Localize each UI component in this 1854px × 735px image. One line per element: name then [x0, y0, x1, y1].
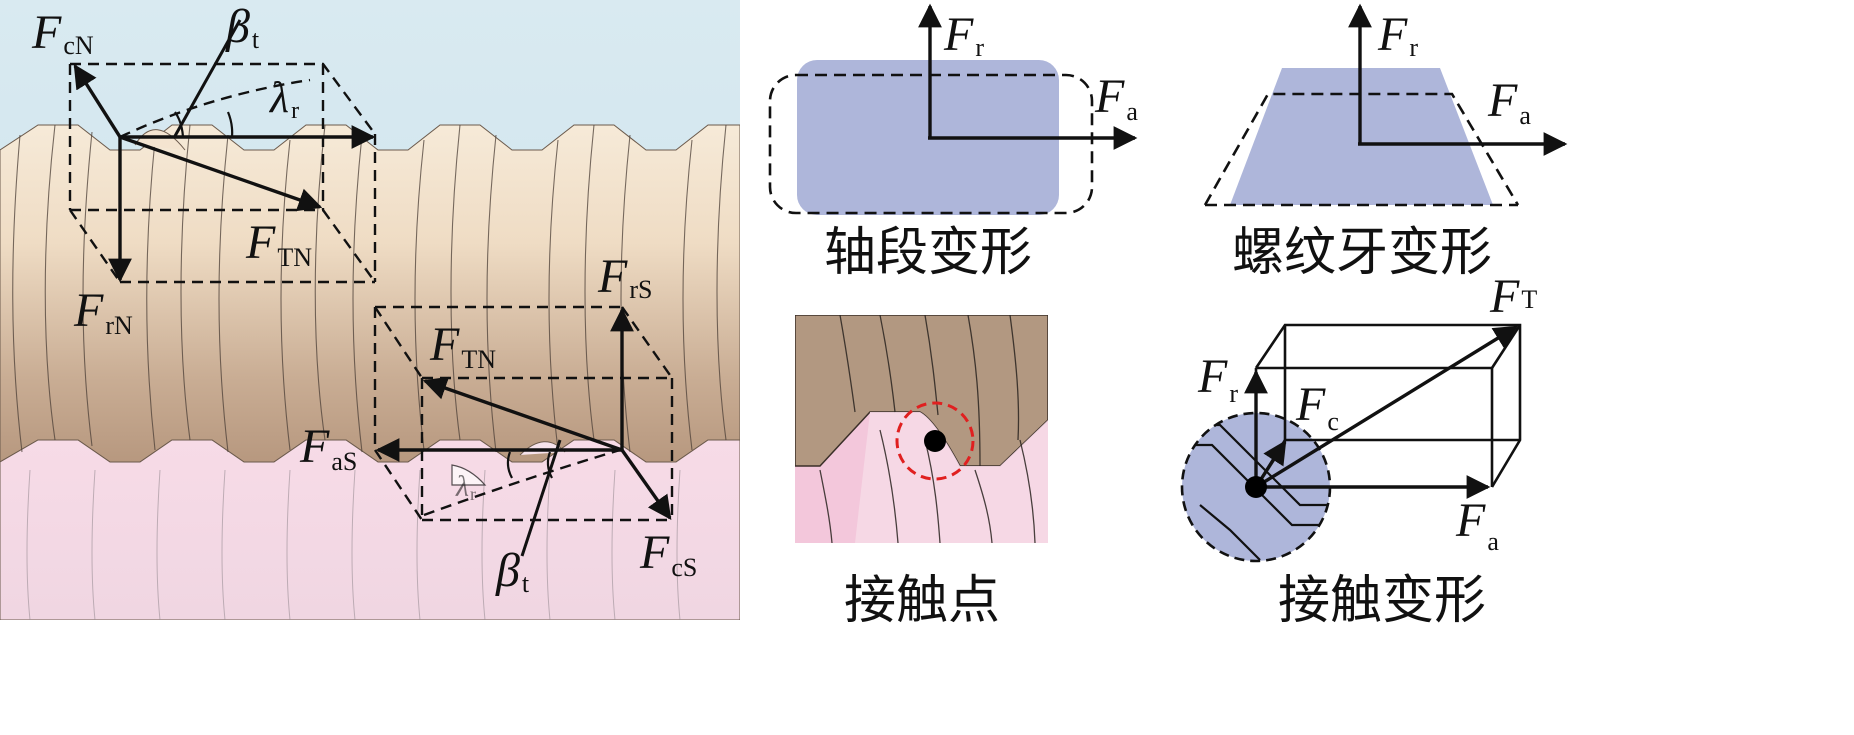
contact-Fr-main: F — [1197, 350, 1228, 403]
beta-bot-sub: t — [522, 569, 530, 598]
contact-FT-sub: T — [1521, 285, 1537, 314]
svg-text:λr: λr — [455, 470, 476, 504]
lambda-top-sub: r — [291, 98, 299, 124]
contact-FT-main: F — [1489, 270, 1520, 323]
svg-text:λr: λr — [268, 73, 299, 124]
contact-Fc-main: F — [1295, 378, 1326, 431]
label-FTN-mid: FTN — [429, 318, 496, 374]
shaft-Fr-sub: r — [975, 33, 984, 62]
lambda-bot-main: λ — [455, 470, 469, 503]
nut-bottom-region — [0, 439, 740, 620]
label-FrS: FrS — [597, 250, 652, 304]
lambda-bot-sub: r — [470, 484, 476, 504]
shaft-caption: 轴段变形 — [824, 223, 1032, 283]
shaft-Fr-label: Fr — [943, 8, 984, 62]
bottom-force-arrows — [375, 307, 672, 557]
arrow-FcS — [620, 449, 672, 520]
contact-FT-label: FT — [1489, 270, 1537, 323]
svg-text:FcN: FcN — [31, 6, 94, 60]
contact-Fa-label: Fa — [1455, 494, 1499, 556]
svg-text:βt: βt — [495, 544, 530, 598]
label-lambda-bottom: λr — [455, 470, 476, 504]
bottom-force-box — [373, 305, 674, 522]
bottom-angle-arcs — [451, 451, 553, 486]
shaft-Fa-sub: a — [1126, 97, 1138, 126]
shaft-Fr-main: F — [943, 8, 974, 61]
arrow-FTN-top — [119, 135, 323, 212]
contact-FT-arrow — [1255, 325, 1519, 489]
thread-Fa-sub: a — [1519, 101, 1531, 130]
contact-Fr-sub: r — [1229, 379, 1238, 408]
top-force-arrows — [73, 19, 376, 283]
beta-line-bottom — [520, 439, 562, 557]
thread-Fr-main: F — [1377, 8, 1408, 61]
arrow-FcN — [73, 63, 122, 138]
FrN-sub: rN — [105, 311, 133, 340]
beta-bot-main: β — [495, 544, 520, 597]
svg-text:FaS: FaS — [299, 420, 357, 476]
contact-Fa-sub: a — [1487, 527, 1499, 556]
svg-text:FrS: FrS — [597, 250, 652, 304]
contact-zone-circle — [895, 401, 975, 481]
FcS-sub: cS — [671, 553, 697, 582]
svg-text:FcS: FcS — [639, 526, 697, 582]
contact-point-dot — [924, 430, 946, 452]
contact-Fa-main: F — [1455, 494, 1486, 547]
nut-thread-lines — [26, 469, 681, 620]
thread-Fa-label: Fa — [1487, 74, 1531, 130]
contact-nut-light — [855, 412, 1048, 543]
beta-top-main: β — [225, 0, 250, 53]
svg-text:FTN: FTN — [245, 216, 312, 272]
FcN-main: F — [31, 6, 62, 59]
label-FrN: FrN — [73, 284, 133, 340]
top-force-box — [68, 62, 377, 284]
label-FcS: FcS — [639, 526, 697, 582]
FcN-sub: cN — [63, 31, 94, 60]
svg-text:FrN: FrN — [73, 284, 133, 340]
lambda-top-main: λ — [268, 73, 289, 122]
contact-Fc-sub: c — [1327, 407, 1339, 436]
contact-Fc-label: Fc — [1295, 378, 1339, 436]
contact-deformation-panel: FT Fr Fc Fa 接触变形 — [1180, 270, 1537, 631]
FrN-main: F — [73, 284, 104, 337]
FcS-main: F — [639, 526, 670, 579]
contact-point-caption: 接触点 — [844, 571, 1000, 631]
thread-helix-lines — [12, 124, 727, 453]
label-lambda-top: λr — [268, 73, 299, 124]
label-FaS: FaS — [299, 420, 357, 476]
contact-center-dot — [1245, 476, 1267, 498]
screw-nut-panel: FcN βt λr FTN FrN FrS FTN FaS λr βt FcS — [0, 0, 740, 620]
svg-text:βt: βt — [225, 0, 260, 54]
label-beta-bottom: βt — [495, 544, 530, 598]
FTN-mid-main: F — [429, 318, 460, 371]
contact-thread-lines — [819, 315, 1036, 543]
shaft-Fa-label: Fa — [1094, 70, 1138, 126]
contact-deformation-caption: 接触变形 — [1278, 571, 1486, 631]
thread-deformation-panel: Fr Fa 螺纹牙变形 — [1203, 3, 1568, 283]
thread-Fr-sub: r — [1409, 33, 1418, 62]
shaft-deformation-panel: Fr Fa 轴段变形 — [768, 3, 1138, 283]
label-FcN: FcN — [31, 6, 94, 60]
label-FTN-top: FTN — [245, 216, 312, 272]
FaS-main: F — [299, 420, 330, 473]
contact-Fr-label: Fr — [1197, 350, 1238, 408]
arrow-FTN-mid — [422, 376, 623, 452]
FTN-mid-sub: TN — [461, 345, 496, 374]
FaS-sub: aS — [331, 447, 357, 476]
top-angle-arcs — [174, 111, 234, 138]
beta-top-sub: t — [252, 25, 260, 54]
FTN-top-main: F — [245, 216, 276, 269]
contact-point-panel: 接触点 — [795, 315, 1048, 631]
thread-caption: 螺纹牙变形 — [1232, 223, 1492, 283]
svg-text:FTN: FTN — [429, 318, 496, 374]
beta-line-top — [173, 19, 242, 137]
shaft-Fa-main: F — [1094, 70, 1125, 123]
thread-Fa-main: F — [1487, 74, 1518, 127]
FrS-main: F — [597, 250, 628, 303]
FrS-sub: rS — [629, 275, 652, 304]
FTN-top-sub: TN — [277, 243, 312, 272]
thread-Fr-label: Fr — [1377, 8, 1418, 62]
label-beta-top: βt — [225, 0, 260, 54]
